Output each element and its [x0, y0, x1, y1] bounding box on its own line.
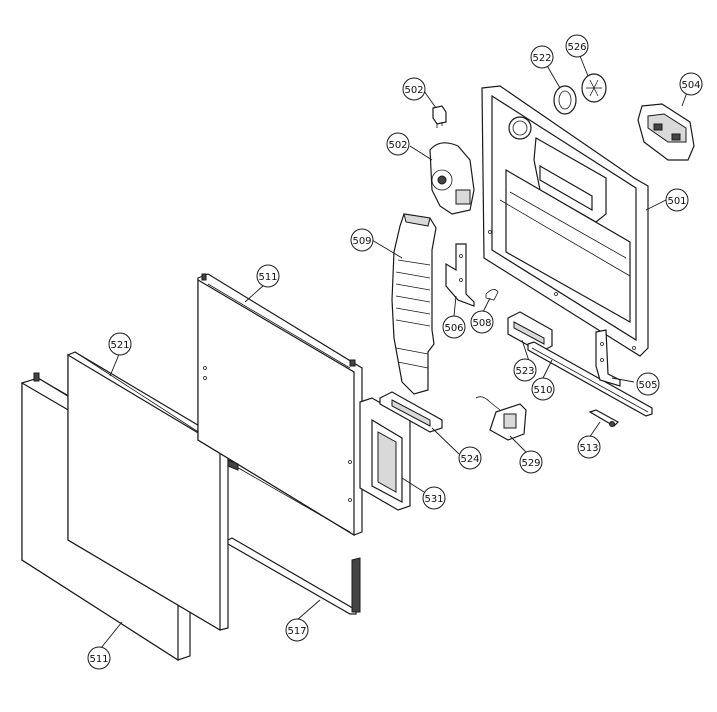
screw-513 — [588, 409, 619, 427]
callout-510: 510 — [531, 377, 555, 401]
handle-frame-531 — [359, 397, 411, 511]
blower-502 — [429, 142, 475, 215]
handle-524 — [379, 391, 443, 433]
gasket-ring-522 — [553, 85, 577, 115]
clip-508 — [485, 289, 499, 301]
callout-523: 523 — [513, 358, 537, 382]
vent-disc-526 — [581, 73, 607, 103]
bracket-506 — [445, 243, 475, 307]
callout-504: 504 — [679, 72, 703, 96]
bottom-trim-517 — [227, 459, 361, 615]
callout-508: 508 — [470, 310, 494, 334]
hinge-bracket-505 — [595, 329, 621, 387]
svg-text:505: 505 — [638, 380, 657, 391]
callout-511: 511 — [256, 264, 280, 288]
callout-529: 529 — [519, 450, 543, 474]
callout-513: 513 — [577, 435, 601, 459]
svg-text:506: 506 — [444, 323, 463, 334]
callout-505: 505 — [636, 372, 660, 396]
callout-522: 522 — [530, 45, 554, 69]
svg-text:511: 511 — [258, 272, 277, 283]
air-duct-509 — [391, 213, 437, 395]
callout-511: 511 — [87, 646, 111, 670]
leader-lines — [100, 45, 691, 649]
svg-text:511: 511 — [89, 654, 108, 665]
callout-524: 524 — [458, 446, 482, 470]
svg-text:523: 523 — [515, 366, 534, 377]
svg-text:510: 510 — [533, 385, 552, 396]
rail-510 — [527, 341, 653, 417]
callouts: 501 502 502 504 505 506 508 509 510 511 … — [87, 34, 703, 670]
svg-text:508: 508 — [472, 318, 491, 329]
switch-housing-523 — [507, 311, 553, 353]
svg-text:531: 531 — [424, 494, 443, 505]
callout-502: 502 — [402, 77, 426, 101]
svg-text:502: 502 — [388, 140, 407, 151]
callout-506: 506 — [442, 315, 466, 339]
svg-text:509: 509 — [352, 236, 371, 247]
callout-521: 521 — [108, 332, 132, 356]
callout-502: 502 — [386, 132, 410, 156]
inner-door-panel-511 — [197, 273, 363, 537]
svg-text:524: 524 — [460, 454, 479, 465]
svg-text:504: 504 — [681, 80, 700, 91]
svg-text:517: 517 — [287, 626, 306, 637]
svg-text:522: 522 — [532, 53, 551, 64]
svg-text:529: 529 — [521, 458, 540, 469]
svg-text:502: 502 — [404, 85, 423, 96]
switch-502 — [432, 105, 447, 128]
svg-text:521: 521 — [110, 340, 129, 351]
callout-517: 517 — [285, 618, 309, 642]
svg-text:513: 513 — [579, 443, 598, 454]
callout-531: 531 — [422, 486, 446, 510]
callout-526: 526 — [565, 34, 589, 58]
door-latch-529 — [475, 396, 527, 441]
callout-501: 501 — [665, 188, 689, 212]
svg-text:501: 501 — [667, 196, 686, 207]
svg-text:526: 526 — [567, 42, 586, 53]
inner-tub-door-501 — [481, 85, 649, 357]
callout-509: 509 — [350, 228, 374, 252]
insulation-panel-521 — [67, 351, 229, 632]
dispenser-504 — [637, 103, 695, 161]
